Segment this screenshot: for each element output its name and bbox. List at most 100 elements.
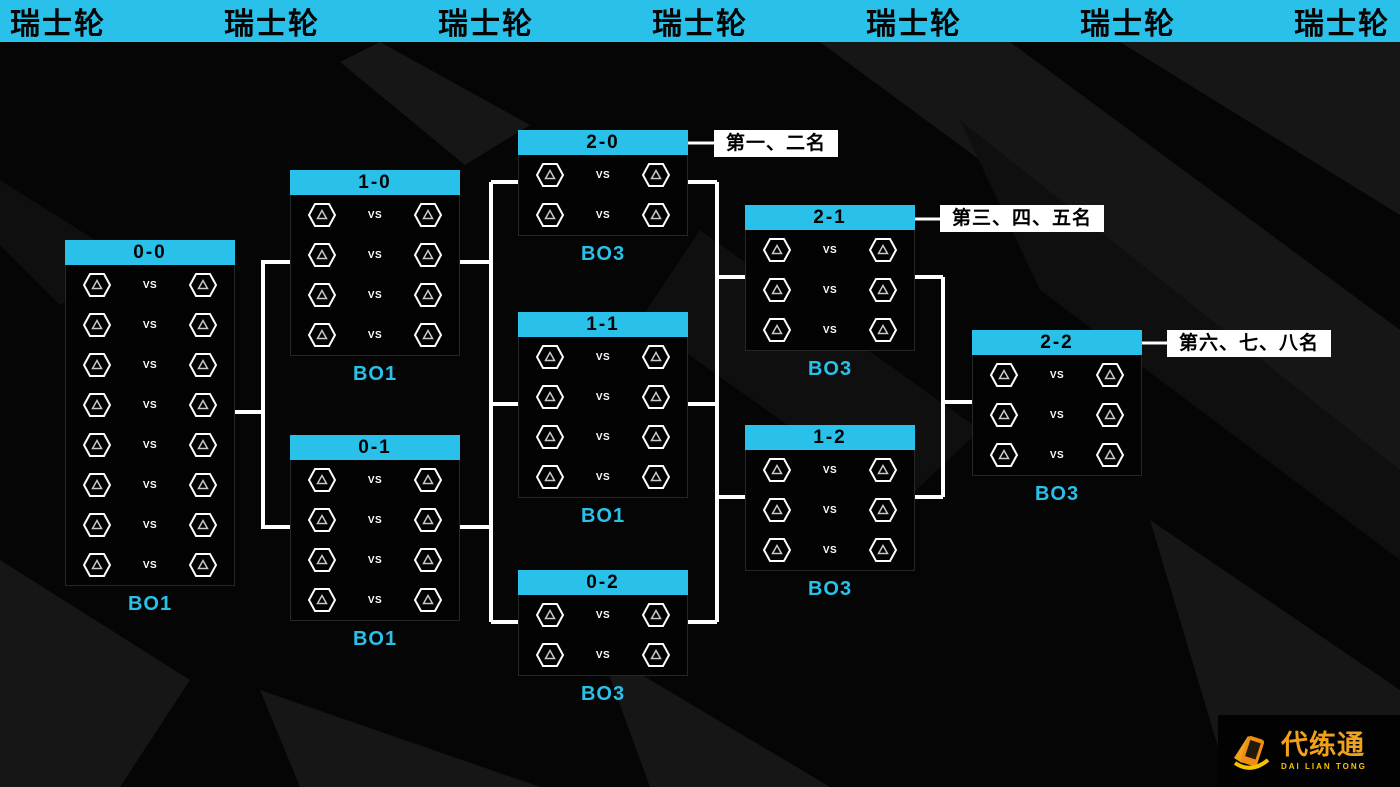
- record-header: 1-2: [745, 425, 915, 450]
- logo-title: 代练通: [1281, 729, 1365, 760]
- vs-label: VS: [367, 249, 383, 261]
- record-header: 2-0: [518, 130, 688, 155]
- top-banner: 瑞士轮 瑞士轮 瑞士轮 瑞士轮 瑞士轮 瑞士轮 瑞士轮: [0, 0, 1400, 42]
- team-placeholder-icon: [868, 278, 898, 302]
- team-placeholder-icon: [641, 345, 671, 369]
- team-placeholder-icon: [641, 603, 671, 627]
- match-row: VS: [746, 450, 914, 490]
- match-row: VS: [519, 337, 687, 377]
- vs-label: VS: [367, 554, 383, 566]
- banner-label: 瑞士轮: [866, 8, 962, 41]
- vs-label: VS: [142, 479, 158, 491]
- vs-label: VS: [1049, 409, 1065, 421]
- match-row: VS: [291, 275, 459, 315]
- team-placeholder-icon: [413, 203, 443, 227]
- team-placeholder-icon: [535, 465, 565, 489]
- team-placeholder-icon: [1095, 403, 1125, 427]
- vs-label: VS: [595, 471, 611, 483]
- format-label: BO1: [127, 593, 173, 615]
- team-placeholder-icon: [188, 433, 218, 457]
- vs-label: VS: [142, 279, 158, 291]
- team-placeholder-icon: [762, 498, 792, 522]
- match-list: VS VS VS: [745, 450, 915, 571]
- format-label: BO1: [352, 628, 398, 650]
- record-header: 1-0: [290, 170, 460, 195]
- team-placeholder-icon: [413, 548, 443, 572]
- format-label: BO3: [807, 358, 853, 380]
- match-row: VS: [519, 457, 687, 497]
- team-placeholder-icon: [989, 443, 1019, 467]
- placement-label-3-4-5: 第三、四、五名: [940, 205, 1105, 232]
- team-placeholder-icon: [413, 588, 443, 612]
- match-row: VS: [291, 580, 459, 620]
- match-row: VS: [291, 315, 459, 355]
- vs-label: VS: [595, 391, 611, 403]
- team-placeholder-icon: [82, 353, 112, 377]
- vs-label: VS: [1049, 449, 1065, 461]
- match-row: VS: [66, 345, 234, 385]
- bracket-box-0-1: 0-1 VS VS VS VS BO1: [290, 435, 460, 651]
- team-placeholder-icon: [413, 508, 443, 532]
- team-placeholder-icon: [641, 465, 671, 489]
- team-placeholder-icon: [413, 323, 443, 347]
- record-header: 0-0: [65, 240, 235, 265]
- team-placeholder-icon: [641, 425, 671, 449]
- team-placeholder-icon: [641, 203, 671, 227]
- match-list: VS VS VS: [972, 355, 1142, 476]
- team-placeholder-icon: [868, 538, 898, 562]
- vs-label: VS: [595, 609, 611, 621]
- team-placeholder-icon: [535, 425, 565, 449]
- team-placeholder-icon: [989, 363, 1019, 387]
- team-placeholder-icon: [188, 393, 218, 417]
- vs-label: VS: [367, 514, 383, 526]
- format-label: BO1: [580, 505, 626, 527]
- team-placeholder-icon: [188, 313, 218, 337]
- vs-label: VS: [595, 649, 611, 661]
- match-list: VS VS: [518, 595, 688, 676]
- vs-label: VS: [142, 439, 158, 451]
- team-placeholder-icon: [762, 238, 792, 262]
- team-placeholder-icon: [188, 473, 218, 497]
- team-placeholder-icon: [413, 468, 443, 492]
- vs-label: VS: [822, 504, 838, 516]
- match-row: VS: [519, 377, 687, 417]
- match-row: VS: [291, 460, 459, 500]
- match-row: VS: [66, 265, 234, 305]
- vs-label: VS: [822, 464, 838, 476]
- team-placeholder-icon: [82, 273, 112, 297]
- match-row: VS: [66, 545, 234, 585]
- team-placeholder-icon: [762, 458, 792, 482]
- match-row: VS: [973, 355, 1141, 395]
- team-placeholder-icon: [868, 238, 898, 262]
- team-placeholder-icon: [307, 468, 337, 492]
- logo-text: 代练通 DAI LIAN TONG: [1281, 729, 1367, 771]
- match-row: VS: [291, 235, 459, 275]
- match-row: VS: [519, 417, 687, 457]
- vs-label: VS: [595, 431, 611, 443]
- banner-label: 瑞士轮: [652, 8, 748, 41]
- vs-label: VS: [822, 544, 838, 556]
- banner-label: 瑞士轮: [438, 8, 534, 41]
- match-row: VS: [66, 385, 234, 425]
- team-placeholder-icon: [307, 323, 337, 347]
- vs-label: VS: [142, 399, 158, 411]
- vs-label: VS: [1049, 369, 1065, 381]
- team-placeholder-icon: [535, 203, 565, 227]
- team-placeholder-icon: [82, 313, 112, 337]
- team-placeholder-icon: [641, 385, 671, 409]
- vs-label: VS: [367, 594, 383, 606]
- match-row: VS: [973, 435, 1141, 475]
- team-placeholder-icon: [1095, 443, 1125, 467]
- vs-label: VS: [367, 329, 383, 341]
- record-header: 0-1: [290, 435, 460, 460]
- vs-label: VS: [142, 559, 158, 571]
- match-row: VS: [519, 635, 687, 675]
- record-header: 0-2: [518, 570, 688, 595]
- result-label-connector-lines: [686, 141, 1169, 345]
- match-row: VS: [291, 500, 459, 540]
